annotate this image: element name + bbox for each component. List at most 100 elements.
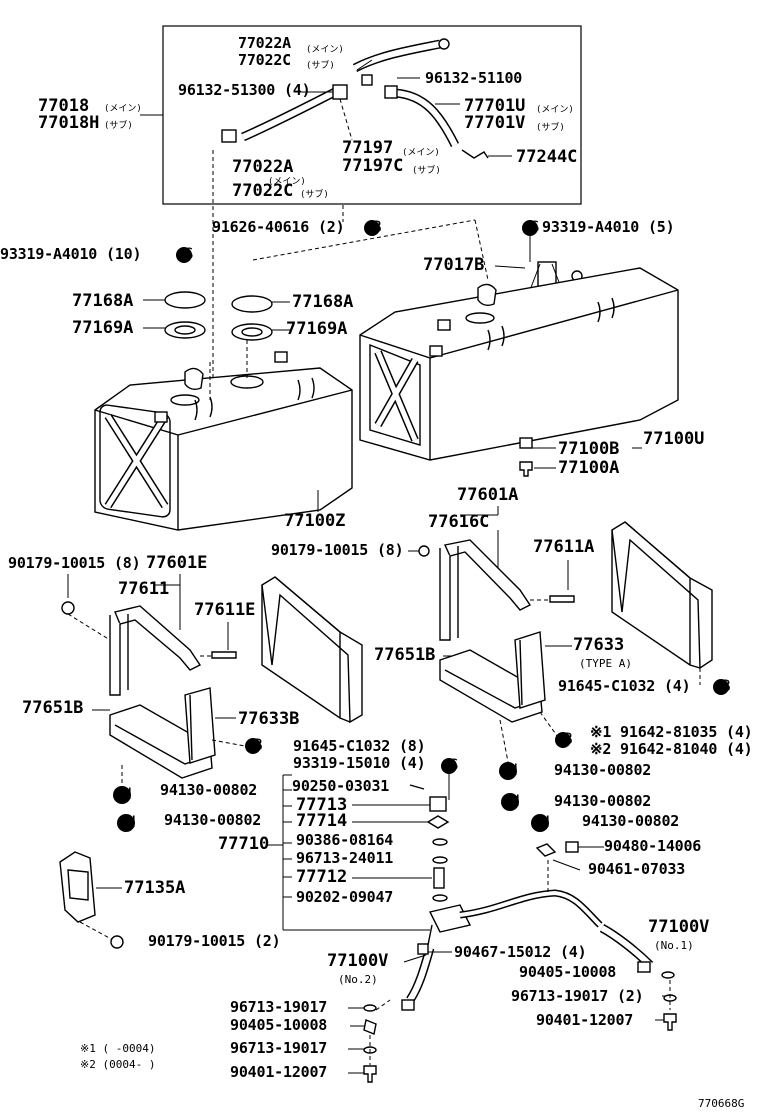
- label-93319-a4010-5: 93319-A4010 (5): [542, 218, 674, 236]
- label-77714: 77714: [296, 811, 347, 831]
- label-77022c-bottom: 77022C: [232, 181, 293, 201]
- label-77100u: 77100U: [643, 429, 704, 449]
- label-77611e: 77611E: [194, 600, 255, 620]
- o-ring-icon: [363, 1004, 377, 1012]
- label-77611: 77611: [118, 579, 169, 599]
- label-77100a: 77100A: [558, 458, 619, 478]
- bolt-77611e-icon: [211, 651, 237, 659]
- label-90467-15012: 90467-15012 (4): [454, 943, 586, 961]
- label-main: (メイン): [104, 104, 142, 114]
- label-93319-15010: 93319-15010 (4): [293, 754, 425, 772]
- label-77651b-left: 77651B: [22, 698, 83, 718]
- label-91645-c1032-8: 91645-C1032 (8): [293, 737, 425, 755]
- label-96713-19017-a: 96713-19017: [230, 998, 327, 1016]
- symbol-s-icon: [441, 755, 459, 774]
- label-77135a: 77135A: [124, 878, 185, 898]
- washer-icon: [363, 1019, 377, 1035]
- label-type-a: (TYPE A): [579, 657, 632, 670]
- label-77169a-right: 77169A: [286, 319, 347, 339]
- diagram-id: 770668G: [698, 1097, 744, 1110]
- label-77168a-right: 77168A: [292, 292, 353, 312]
- label-90179-10015-8-right: 90179-10015 (8): [271, 541, 403, 559]
- clamp-icon: [384, 85, 398, 99]
- symbol-b-icon: [555, 729, 573, 748]
- label-91642-81040: ※2 91642-81040 (4): [590, 740, 753, 758]
- gasket-77169a-icon: [231, 323, 273, 341]
- label-90401-12007-left: 90401-12007: [230, 1063, 327, 1081]
- symbol-n-icon: [117, 812, 136, 832]
- label-sub: (サブ): [306, 59, 335, 71]
- label-77601e: 77601E: [146, 553, 207, 573]
- label-sub: (サブ): [104, 119, 133, 131]
- label-77022a-bottom: 77022A: [232, 157, 293, 177]
- label-sub: (サブ): [536, 121, 565, 133]
- bracket-frame-middle-icon: [261, 576, 363, 724]
- nut-icon: [418, 545, 430, 557]
- label-no2: (No.2): [338, 973, 378, 986]
- symbol-b-icon: [245, 735, 263, 754]
- tank-band-77601e-icon: [109, 605, 202, 696]
- label-90401-12007-right: 90401-12007: [536, 1011, 633, 1029]
- clamp-icon: [438, 38, 450, 50]
- note-2: ※2 (0004- ): [80, 1058, 155, 1071]
- bracket-frame-right-icon: [611, 521, 713, 670]
- label-90405-10008-left: 90405-10008: [230, 1016, 327, 1034]
- gasket-77168a-icon: [231, 295, 273, 313]
- drain-plug-gasket-icon: [519, 437, 533, 449]
- label-77611a: 77611A: [533, 537, 594, 557]
- label-91645-c1032-4: 91645-C1032 (4): [558, 677, 690, 695]
- label-77633: 77633: [573, 635, 624, 655]
- label-90179-10015-2: 90179-10015 (2): [148, 932, 280, 950]
- label-77701u: 77701U: [464, 96, 525, 116]
- label-main: (メイン): [268, 177, 306, 187]
- washer-icon: [432, 894, 448, 902]
- screw-icon: [409, 784, 425, 790]
- label-77701v: 77701V: [464, 113, 525, 133]
- fuel-sedimenter-cover-icon: [429, 796, 447, 812]
- clamp-icon: [417, 943, 429, 955]
- label-96713-19017-2: 96713-19017 (2): [511, 987, 643, 1005]
- label-77712: 77712: [296, 867, 347, 887]
- label-77018h: 77018H: [38, 113, 99, 133]
- clamp-icon: [332, 84, 348, 100]
- symbol-n-icon: [531, 812, 550, 832]
- symbol-n-icon: [501, 791, 520, 811]
- bolt-90480-icon: [565, 841, 579, 853]
- label-main: (メイン): [536, 105, 574, 115]
- sensor-77712-icon: [433, 867, 445, 889]
- o-ring-icon: [432, 856, 448, 864]
- symbol-s-icon: [176, 244, 194, 263]
- label-sub: (サブ): [412, 164, 441, 176]
- symbol-b-icon: [364, 217, 382, 236]
- label-77633b: 77633B: [238, 709, 299, 729]
- symbol-s-icon: [522, 217, 540, 236]
- label-96713-24011: 96713-24011: [296, 849, 393, 867]
- nut-icon: [61, 601, 75, 615]
- clamp-icon: [401, 999, 415, 1011]
- clamp-icon: [637, 961, 651, 973]
- label-77017b: 77017B: [423, 255, 484, 275]
- label-main: (メイン): [402, 148, 440, 158]
- clamp-icon: [221, 129, 237, 143]
- bolt-77611a-icon: [549, 595, 575, 603]
- label-77168a-left: 77168A: [72, 291, 133, 311]
- label-77601a: 77601A: [457, 485, 518, 505]
- label-94130-00802-a: 94130-00802: [160, 781, 257, 799]
- union-bolt-icon: [363, 1065, 377, 1083]
- label-77022a-top: 77022A: [238, 34, 291, 52]
- label-77169a-left: 77169A: [72, 318, 133, 338]
- label-77018: 77018: [38, 96, 89, 116]
- symbol-b-icon: [713, 676, 731, 695]
- clamp-icon: [535, 843, 557, 857]
- label-77022c-top: 77022C: [238, 51, 291, 69]
- tank-band-77601a-icon: [439, 539, 532, 641]
- washer-icon: [661, 971, 675, 979]
- note-1: ※1 ( -0004): [80, 1042, 155, 1055]
- label-90202-09047: 90202-09047: [296, 888, 393, 906]
- label-90386-08164: 90386-08164: [296, 831, 393, 849]
- label-96713-19017-b: 96713-19017: [230, 1039, 327, 1057]
- label-90480-14006: 90480-14006: [604, 837, 701, 855]
- bracket-77244c-icon: [461, 149, 489, 159]
